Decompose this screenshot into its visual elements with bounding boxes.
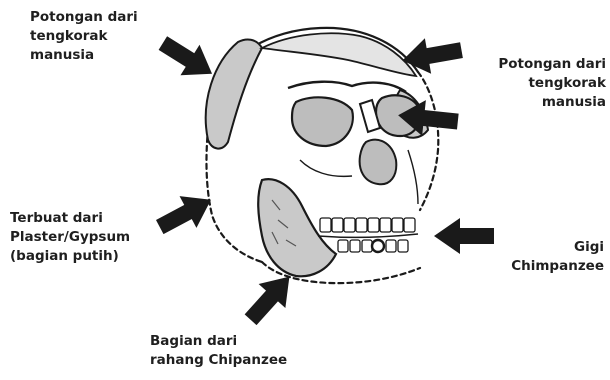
label-chimpanzee-jaw: Bagian dari rahang Chipanzee bbox=[150, 332, 287, 370]
arrow-right bbox=[434, 218, 494, 254]
cheek-line-right bbox=[408, 150, 418, 204]
nasal-cavity bbox=[360, 140, 397, 185]
cranium-right-plaster-outline bbox=[418, 72, 438, 210]
label-human-skull-left: Potongan dari tengkorak manusia bbox=[30, 8, 138, 65]
human-cranium-fragment-left bbox=[206, 40, 262, 149]
canine-tooth bbox=[372, 240, 384, 252]
human-cranium-fragment-top bbox=[262, 33, 416, 76]
cheek-line bbox=[300, 160, 352, 176]
arrow-top-left bbox=[153, 28, 221, 89]
label-human-skull-right: Potongan dari tengkorak manusia bbox=[498, 55, 606, 112]
label-chimpanzee-teeth: Gigi Chimpanzee bbox=[511, 238, 604, 276]
brow-ridge bbox=[288, 82, 406, 92]
label-plaster: Terbuat dari Plaster/Gypsum (bagian puti… bbox=[10, 209, 130, 266]
eye-socket-left bbox=[292, 97, 353, 146]
arrows bbox=[151, 28, 494, 332]
upper-teeth bbox=[320, 218, 415, 232]
teeth-gap-line bbox=[318, 234, 418, 237]
